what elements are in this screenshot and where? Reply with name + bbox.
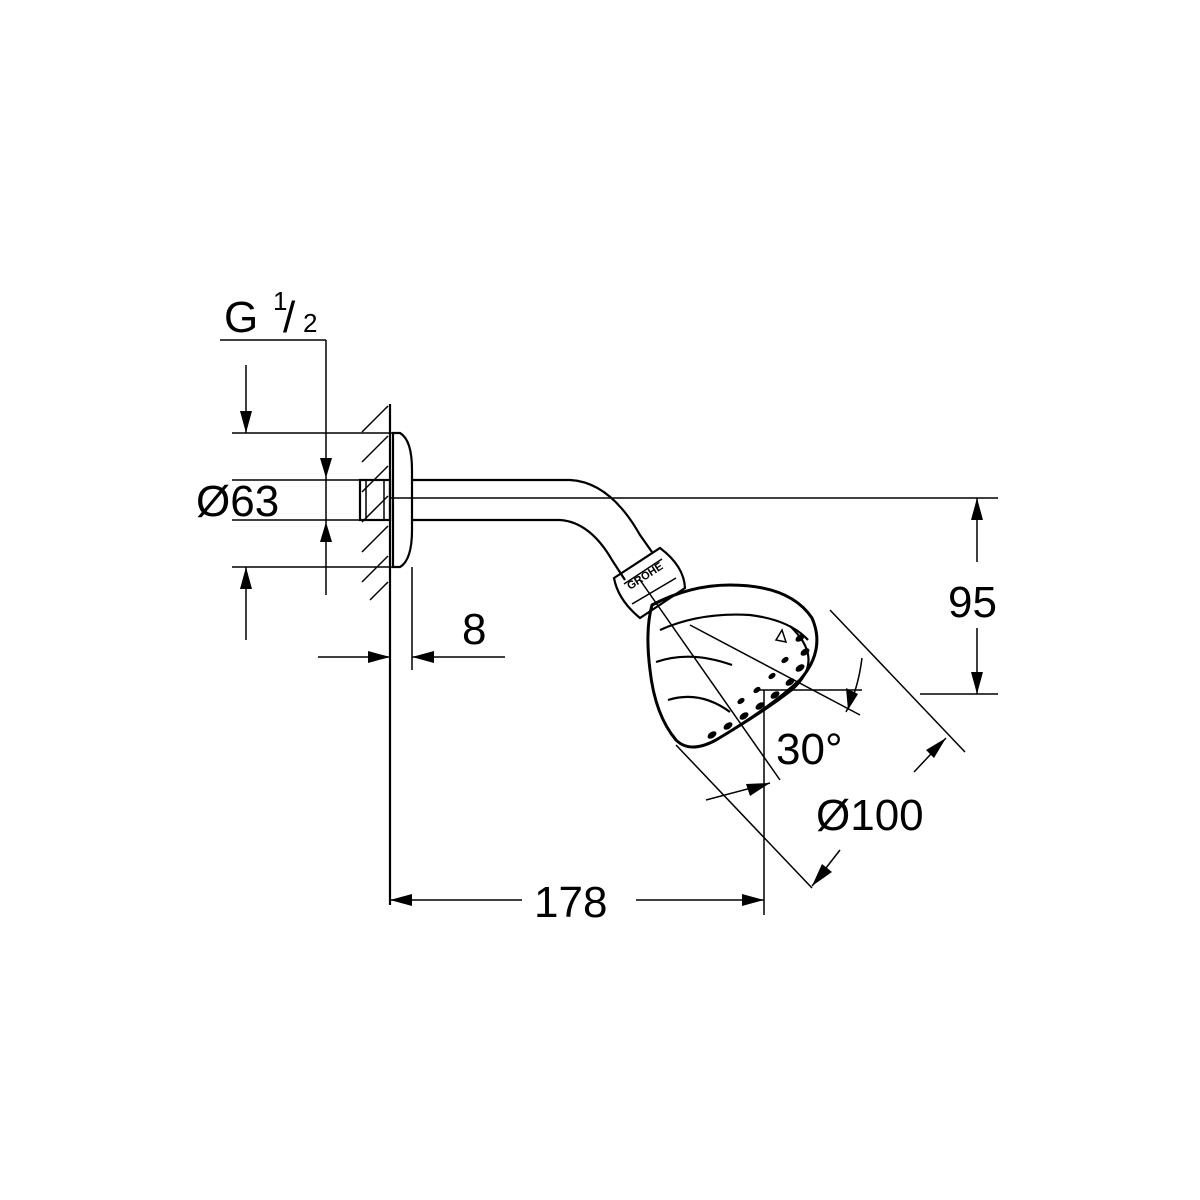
drop-height-dimension: 95 [948, 498, 997, 694]
shower-head [646, 583, 819, 749]
thread-label: G [224, 293, 258, 342]
flange-depth-dimension: 8 [318, 567, 505, 670]
flange [391, 431, 414, 569]
tilt-angle-dimension: 30° [763, 657, 863, 774]
thread-dimension: G 1 / 2 [220, 286, 332, 595]
drop-height-label: 95 [948, 578, 997, 627]
thread-connector [358, 478, 392, 522]
shower-arm [412, 478, 653, 581]
head-diameter-dimension: Ø100 [675, 609, 966, 889]
thread-slash: / [283, 293, 296, 342]
projection-label: 178 [534, 878, 607, 927]
projection-dimension: 178 [390, 878, 764, 927]
head-diameter-label: Ø100 [816, 791, 924, 840]
swivel-collar: GROHE [612, 546, 687, 620]
nozzles [707, 634, 810, 739]
thread-numerator: 1 [273, 286, 287, 316]
flange-depth-label: 8 [462, 605, 486, 654]
flange-diameter-dimension: Ø63 [196, 365, 393, 640]
construction-lines [390, 497, 998, 915]
flange-diameter-label: Ø63 [196, 477, 279, 526]
tilt-angle-label: 30° [776, 725, 843, 774]
thread-denominator: 2 [303, 308, 317, 338]
